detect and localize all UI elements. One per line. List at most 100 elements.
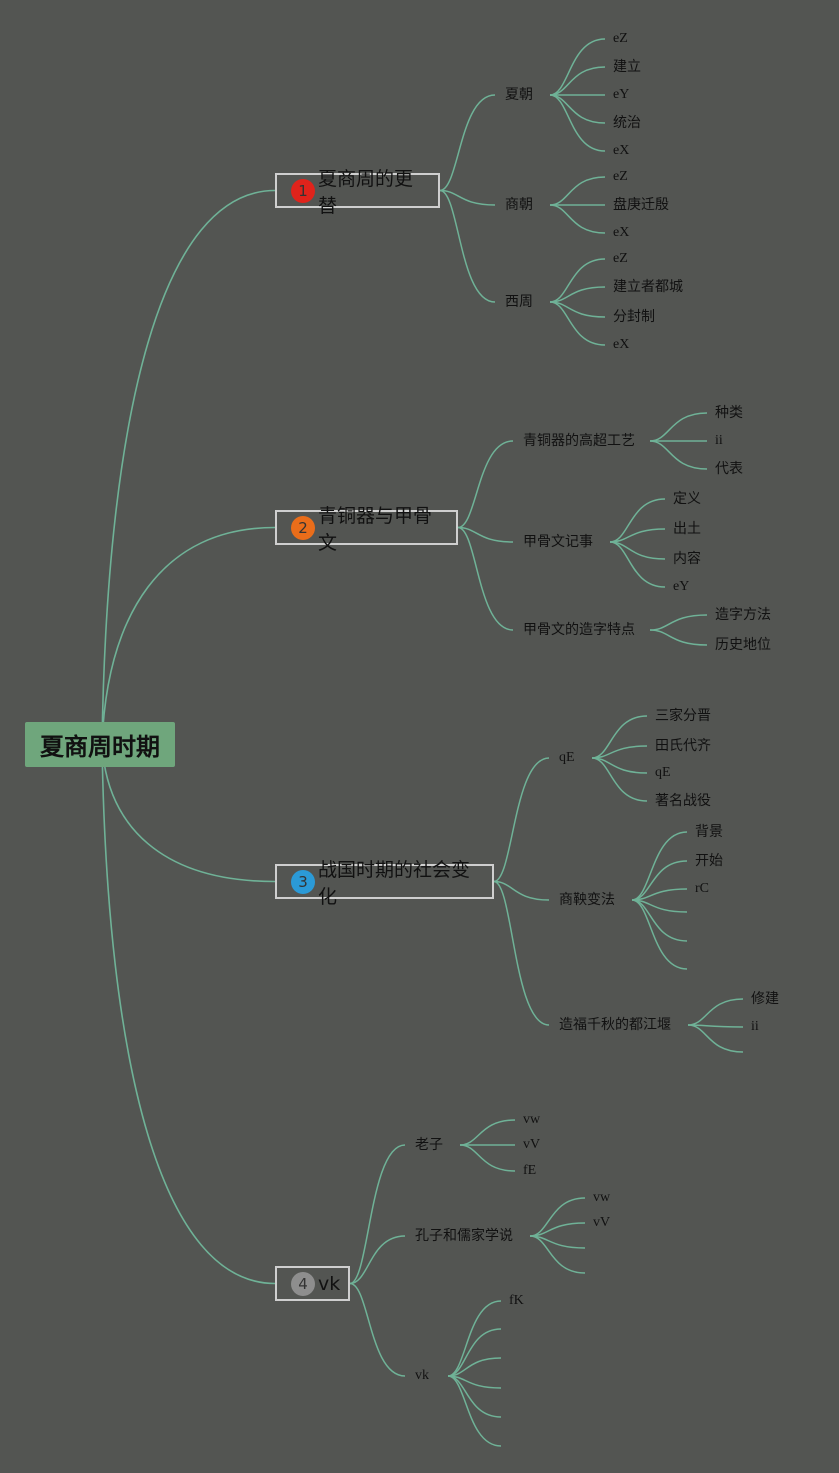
leaf-node[interactable]: vw <box>593 1190 611 1205</box>
subtopic-to-leaf-connector <box>649 629 708 646</box>
subtopic-to-leaf-connector <box>631 831 688 901</box>
topic-to-subtopic-connector <box>349 1282 406 1377</box>
topic-to-subtopic-connector <box>439 189 496 303</box>
subtopic-1-1[interactable]: 夏朝 <box>505 87 533 103</box>
leaf-node[interactable]: 分封制 <box>613 309 655 325</box>
leaf-node[interactable]: eY <box>673 579 690 594</box>
leaf-node[interactable]: eZ <box>613 31 628 46</box>
topic-to-subtopic-connector <box>457 526 514 543</box>
subtopic-to-leaf-connector <box>447 1300 502 1377</box>
subtopic-to-leaf-connector <box>447 1328 502 1377</box>
subtopic-to-leaf-connector <box>549 301 606 346</box>
subtopic-to-leaf-connector <box>687 998 744 1026</box>
subtopic-to-leaf-connector <box>549 258 606 303</box>
subtopic-1-3[interactable]: 西周 <box>505 294 533 310</box>
subtopic-to-leaf-connector <box>631 899 688 970</box>
leaf-node[interactable]: ii <box>715 433 723 448</box>
topic-to-subtopic-connector <box>457 440 514 529</box>
subtopic-to-leaf-connector <box>649 440 708 470</box>
leaf-node[interactable]: 造字方法 <box>715 607 771 623</box>
subtopic-2-1[interactable]: 青铜器的高超工艺 <box>523 433 635 449</box>
subtopic-to-leaf-connector <box>549 204 606 234</box>
subtopic-to-leaf-connector <box>687 1024 744 1053</box>
leaf-node[interactable]: 三家分晋 <box>655 708 711 724</box>
subtopic-to-leaf-connector <box>549 66 606 96</box>
topic-to-subtopic-connector <box>457 526 514 631</box>
root-to-topic-connector <box>101 526 276 745</box>
topic-to-subtopic-connector <box>493 880 550 1026</box>
leaf-node[interactable]: 内容 <box>673 551 701 567</box>
subtopic-2-2[interactable]: 甲骨文记事 <box>523 534 593 550</box>
subtopic-to-leaf-connector <box>591 715 648 759</box>
leaf-node[interactable]: eX <box>613 225 630 240</box>
leaf-node[interactable]: vw <box>523 1112 541 1127</box>
topic-number-badge: 3 <box>291 869 315 894</box>
leaf-node[interactable]: 田氏代齐 <box>655 738 711 754</box>
topic-to-subtopic-connector <box>439 189 496 206</box>
leaf-node[interactable]: eX <box>613 337 630 352</box>
subtopic-3-2[interactable]: 商鞅变法 <box>559 892 615 908</box>
topic-number-badge: 2 <box>291 515 315 540</box>
subtopic-to-leaf-connector <box>649 412 708 442</box>
subtopic-4-1[interactable]: 老子 <box>415 1137 443 1153</box>
leaf-node[interactable]: ii <box>751 1019 759 1034</box>
leaf-node[interactable]: 建立 <box>613 59 641 75</box>
subtopic-4-3[interactable]: vk <box>415 1368 429 1383</box>
subtopic-to-leaf-connector <box>459 1144 516 1172</box>
subtopic-to-leaf-connector <box>609 541 666 588</box>
subtopic-3-1[interactable]: qE <box>559 750 575 765</box>
leaf-node[interactable]: vV <box>593 1215 611 1230</box>
leaf-node[interactable]: 背景 <box>695 824 723 840</box>
leaf-node[interactable]: qE <box>655 765 671 780</box>
leaf-node[interactable]: fK <box>509 1293 524 1308</box>
subtopic-to-leaf-connector <box>459 1119 516 1146</box>
leaf-node[interactable]: fE <box>523 1163 537 1178</box>
subtopic-to-leaf-connector <box>529 1235 586 1274</box>
leaf-node[interactable]: 代表 <box>715 461 743 477</box>
leaf-node[interactable]: 修建 <box>751 991 779 1007</box>
subtopic-to-leaf-connector <box>529 1197 586 1237</box>
subtopic-to-leaf-connector <box>549 38 606 96</box>
leaf-node[interactable]: 建立者都城 <box>613 279 683 295</box>
root-to-topic-connector <box>101 743 276 1285</box>
leaf-node[interactable]: 开始 <box>695 853 723 869</box>
subtopic-to-leaf-connector <box>447 1375 502 1447</box>
topic-label: vk <box>318 1272 341 1295</box>
subtopic-2-3[interactable]: 甲骨文的造字特点 <box>523 622 635 638</box>
leaf-node[interactable]: 定义 <box>673 491 701 507</box>
leaf-node[interactable]: eY <box>613 87 630 102</box>
subtopic-3-3[interactable]: 造福千秋的都江堰 <box>559 1017 671 1033</box>
subtopic-to-leaf-connector <box>609 498 666 543</box>
topic-to-subtopic-connector <box>349 1144 406 1285</box>
leaf-node[interactable]: eZ <box>613 251 628 266</box>
leaf-node[interactable]: 种类 <box>715 405 743 421</box>
leaf-node[interactable]: 著名战役 <box>655 793 711 809</box>
leaf-node[interactable]: 盘庚迁殷 <box>613 197 669 213</box>
subtopic-to-leaf-connector <box>591 745 648 759</box>
leaf-node[interactable]: eZ <box>613 169 628 184</box>
topic-label: 青铜器与甲骨文 <box>318 504 433 554</box>
leaf-node[interactable]: eX <box>613 143 630 158</box>
subtopic-to-leaf-connector <box>529 1235 586 1249</box>
subtopic-4-2[interactable]: 孔子和儒家学说 <box>415 1228 513 1244</box>
topic-to-subtopic-connector <box>439 94 496 192</box>
root-topic[interactable]: 夏商周时期 <box>25 722 175 767</box>
topic-number-badge: 4 <box>291 1271 315 1296</box>
leaf-node[interactable]: vV <box>523 1137 541 1152</box>
subtopic-to-leaf-connector <box>609 528 666 543</box>
leaf-node[interactable]: 历史地位 <box>715 637 771 653</box>
subtopic-to-leaf-connector <box>447 1357 502 1377</box>
leaf-node[interactable]: 统治 <box>613 115 641 131</box>
topic-label: 夏商周的更替 <box>318 167 414 217</box>
leaf-node[interactable]: 出土 <box>673 521 701 537</box>
subtopic-1-2[interactable]: 商朝 <box>505 197 533 213</box>
leaf-node[interactable]: rC <box>695 881 709 896</box>
root-label: 夏商周时期 <box>40 733 160 761</box>
subtopic-to-leaf-connector <box>549 94 606 152</box>
subtopic-to-leaf-connector <box>649 614 708 631</box>
